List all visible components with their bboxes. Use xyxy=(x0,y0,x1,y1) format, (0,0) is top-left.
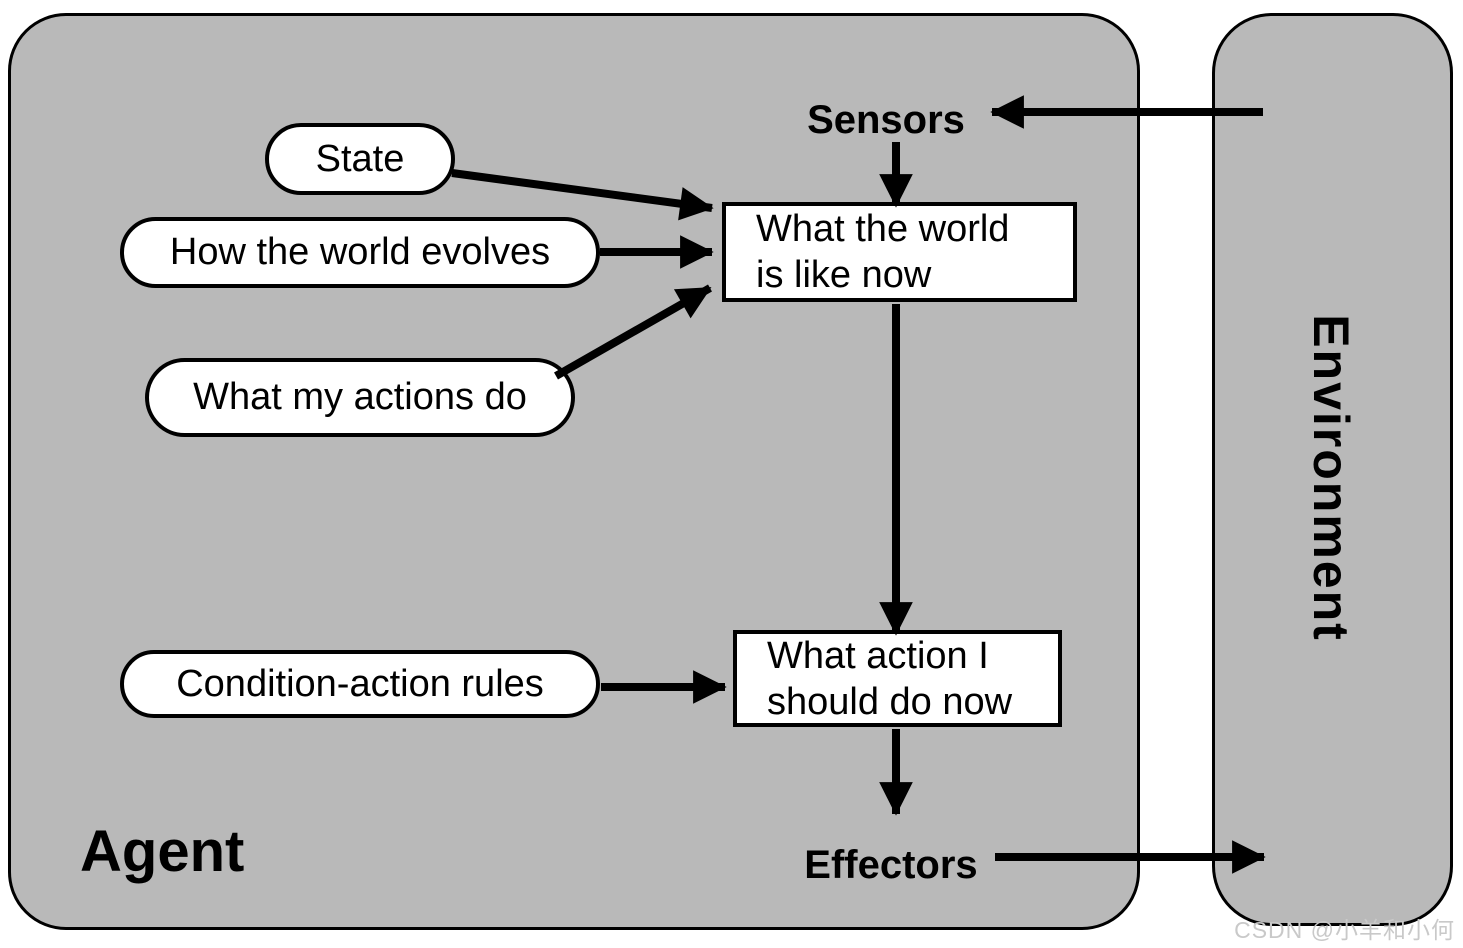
node-condition-action-rules: Condition-action rules xyxy=(120,650,600,718)
arrow-state-to-world-box xyxy=(451,169,714,221)
node-how-the-world-evolves: How the world evolves xyxy=(120,217,600,288)
box-action-line1: What action I xyxy=(767,634,989,677)
box-world-line1: What the world xyxy=(756,208,1010,250)
environment-panel xyxy=(1212,13,1453,926)
node-how-the-world-evolves-label: How the world evolves xyxy=(169,231,551,273)
box-world-line2: is like now xyxy=(756,254,932,296)
watermark-text: CSDN @小羊和小何 xyxy=(1234,917,1455,943)
sensors-label: Sensors xyxy=(807,98,965,142)
arrow-actions-to-world-box xyxy=(554,284,712,380)
node-what-my-actions-do: What my actions do xyxy=(145,358,575,437)
node-what-my-actions-do-label: What my actions do xyxy=(193,376,527,418)
node-condition-action-rules-label: Condition-action rules xyxy=(176,662,544,705)
agent-label: Agent xyxy=(80,819,245,884)
box-what-action-i-should-do-now: What action I should do now xyxy=(733,630,1062,727)
node-state: State xyxy=(265,123,455,195)
agent-panel xyxy=(8,13,1140,930)
node-state-label: State xyxy=(315,137,405,180)
effectors-label: Effectors xyxy=(804,843,978,887)
box-action-line2: should do now xyxy=(767,680,1013,723)
